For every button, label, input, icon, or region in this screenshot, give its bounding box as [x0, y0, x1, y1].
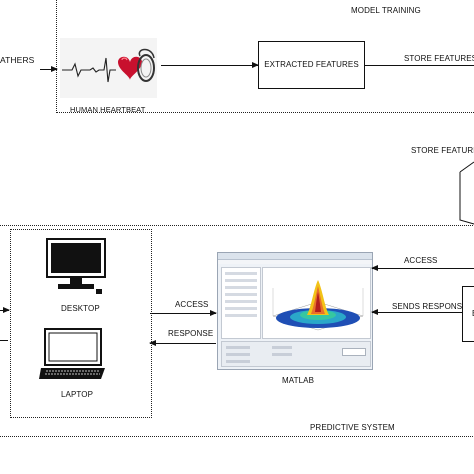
response-left-arrow	[149, 340, 216, 346]
heartbeat-illustration	[62, 48, 155, 83]
matlab-bottom-controls	[221, 341, 371, 367]
database-cylinder-icon	[459, 161, 474, 225]
laptop-label: LAPTOP	[61, 390, 94, 399]
access-left-arrow	[150, 310, 217, 316]
laptop-icon	[39, 328, 105, 379]
matlab-plot-area	[262, 267, 371, 339]
matlab-label: MATLAB	[282, 376, 315, 385]
matlab-titlebar	[218, 253, 372, 260]
desktop-icon	[46, 238, 106, 294]
server-box-partial: E	[462, 286, 474, 342]
model-training-boundary	[56, 0, 474, 113]
heartbeat-to-features-arrow	[161, 62, 259, 68]
gathers-text: ATHERS	[0, 55, 35, 65]
desktop-label: DESKTOP	[61, 304, 100, 313]
access-right-arrow	[371, 265, 474, 271]
gathers-arrow	[40, 66, 58, 72]
sends-response-label: SENDS RESPONSE	[392, 302, 468, 311]
client-devices-group	[10, 229, 152, 418]
matlab-side-panel	[221, 267, 261, 339]
extracted-features-label: EXTRACTED FEATURES	[264, 60, 359, 69]
store-feature-label: STORE FEATURE	[411, 146, 474, 155]
extracted-features-box: EXTRACTED FEATURES	[258, 41, 365, 89]
predictive-system-label: PREDICTIVE SYSTEM	[310, 423, 395, 432]
store-features-arrow-label: STORE FEATURES	[404, 54, 474, 63]
model-training-label: MODEL TRAINING	[351, 6, 421, 15]
access-left-label: ACCESS	[175, 300, 209, 309]
heartbeat-caption: HUMAN HEARTBEAT	[70, 105, 146, 114]
left-edge-arrow	[0, 307, 10, 313]
predictive-system-boundary	[0, 225, 474, 437]
response-left-label: RESPONSE	[168, 329, 214, 338]
matlab-surface-plot	[272, 280, 364, 331]
matlab-window-image	[217, 252, 373, 370]
sends-response-arrow	[371, 309, 462, 315]
left-edge-line-bottom	[0, 340, 8, 341]
matlab-menubar	[218, 260, 372, 264]
store-features-line	[364, 65, 474, 66]
access-right-label: ACCESS	[404, 256, 438, 265]
heartbeat-image	[60, 38, 157, 98]
